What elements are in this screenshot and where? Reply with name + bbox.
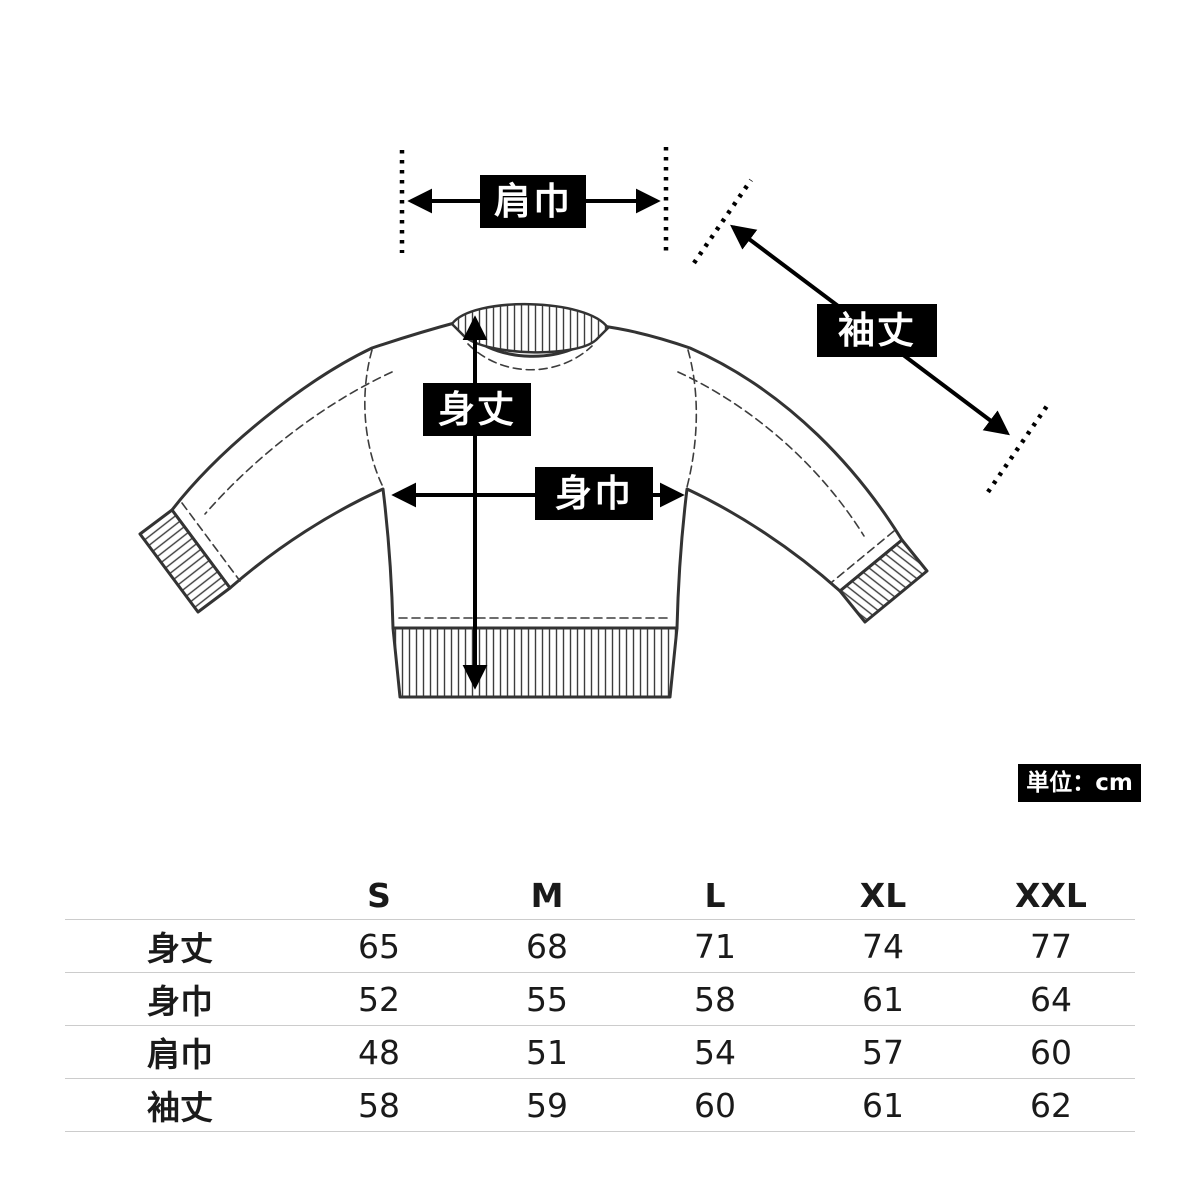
table-row-shoulder-width: 肩巾 48 51 54 57 60	[65, 1026, 1135, 1079]
left-cuff-rib	[138, 508, 232, 614]
measurement-row-label: 身巾	[147, 982, 213, 1021]
size-value-cell: 61	[862, 1085, 904, 1125]
sweatshirt-illustration	[138, 303, 929, 699]
size-value-cell: 65	[358, 926, 400, 966]
size-value-cell: 77	[1030, 926, 1072, 966]
body-width-label: 身巾	[535, 467, 653, 520]
size-value-cell: 55	[526, 979, 568, 1019]
collar-rib	[450, 303, 610, 354]
size-value-cell: 60	[694, 1085, 736, 1125]
table-row-body-length: 身丈 65 68 71 74 77	[65, 920, 1135, 973]
size-table-header-row: S M L XL XXL	[65, 872, 1135, 920]
size-value-cell: 64	[1030, 979, 1072, 1019]
size-column-header-xl: XL	[859, 876, 907, 915]
right-cuff-rib	[838, 538, 929, 624]
table-row-body-width: 身巾 52 55 58 61 64	[65, 973, 1135, 1026]
size-value-cell: 61	[862, 979, 904, 1019]
sweatshirt-size-diagram	[138, 147, 1051, 699]
size-value-cell: 60	[1030, 1032, 1072, 1072]
table-row-sleeve-length: 袖丈 58 59 60 61 62	[65, 1079, 1135, 1132]
seam-stitch-lines	[181, 343, 895, 619]
size-value-cell: 74	[862, 926, 904, 966]
size-value-cell: 58	[358, 1085, 400, 1125]
shoulder-width-label: 肩巾	[480, 175, 586, 228]
size-column-header-m: M	[530, 876, 564, 915]
size-value-cell: 59	[526, 1085, 568, 1125]
size-value-cell: 71	[694, 926, 736, 966]
body-length-label: 身丈	[423, 383, 531, 436]
size-column-header-l: L	[704, 876, 726, 915]
sleeve-length-label: 袖丈	[817, 304, 937, 357]
measurement-row-label: 身丈	[147, 929, 213, 968]
size-value-cell: 54	[694, 1032, 736, 1072]
size-column-header-xxl: XXL	[1015, 876, 1087, 915]
measurement-row-label: 肩巾	[147, 1035, 213, 1074]
measurement-row-label: 袖丈	[147, 1088, 213, 1127]
size-value-cell: 48	[358, 1032, 400, 1072]
size-value-cell: 68	[526, 926, 568, 966]
size-value-cell: 51	[526, 1032, 568, 1072]
waistband-rib	[391, 626, 679, 699]
size-column-header-s: S	[367, 876, 391, 915]
sleeve-length-extension-top	[692, 178, 753, 265]
size-value-cell: 52	[358, 979, 400, 1019]
size-value-cell: 58	[694, 979, 736, 1019]
size-value-cell: 62	[1030, 1085, 1072, 1125]
sleeve-length-extension-bottom	[986, 401, 1051, 494]
size-value-cell: 57	[862, 1032, 904, 1072]
size-table: S M L XL XXL 身丈 65 68 71 74 77 身巾 52 55 …	[65, 872, 1135, 1132]
unit-label: 単位：cm	[1018, 764, 1141, 802]
